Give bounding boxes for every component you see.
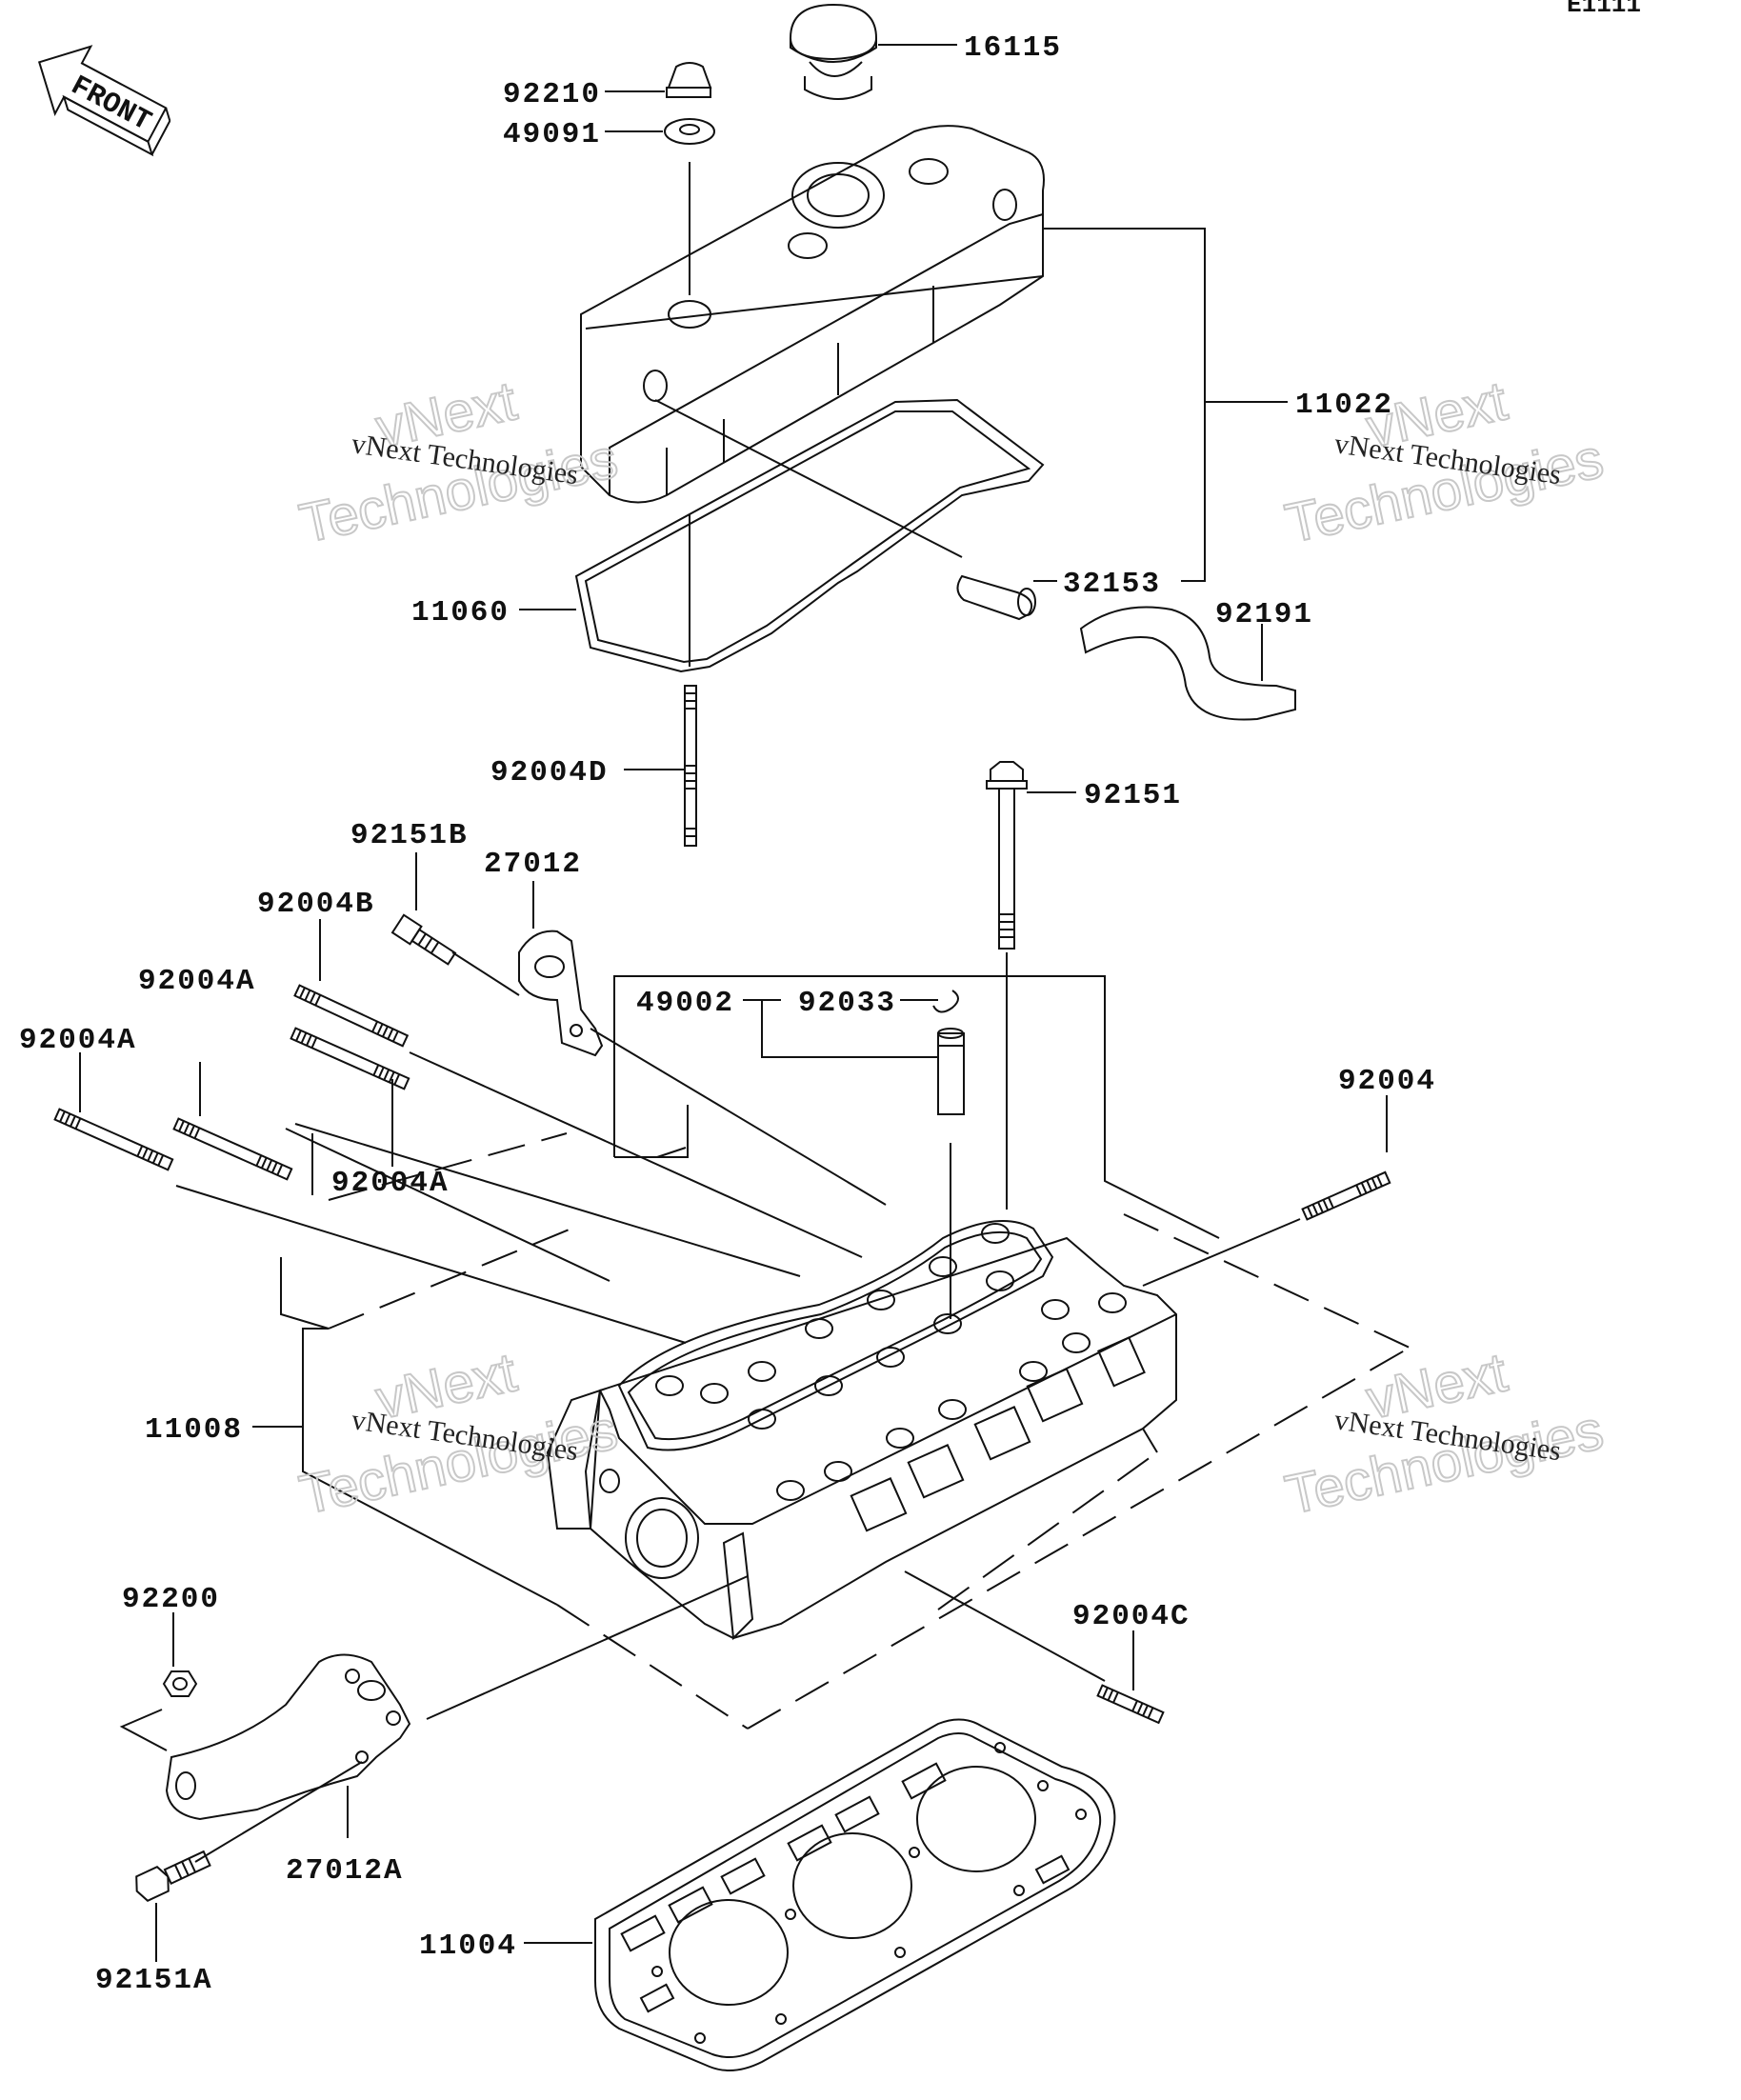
callout-49091: 49091 [503, 118, 601, 151]
valve-guide [937, 1028, 965, 1115]
head-cover [580, 125, 1045, 504]
front-label: FRONT [65, 70, 155, 139]
callout-92191: 92191 [1215, 598, 1313, 631]
callout-92004A-3: 92004A [19, 1024, 137, 1057]
callout-11004: 11004 [419, 1930, 517, 1963]
callout-11060: 11060 [411, 596, 510, 630]
callout-92004: 92004 [1338, 1065, 1436, 1098]
svg-text:Technologies: Technologies [1280, 1399, 1609, 1527]
stud-92004C [1096, 1684, 1165, 1725]
callout-92151A: 92151A [95, 1964, 213, 1997]
callout-27012: 27012 [484, 848, 582, 881]
stud-92004A-1 [172, 1117, 293, 1181]
bracket-27012A [165, 1653, 411, 1821]
callout-92200: 92200 [122, 1583, 220, 1616]
breather-hose [1079, 606, 1296, 721]
cap-nut [666, 62, 712, 98]
watermark-mid-left: vNext Technologies vNext Technologies [293, 1340, 624, 1527]
cylinder-head-gasket [594, 1718, 1116, 2071]
callout-27012A: 27012A [286, 1854, 404, 1888]
oil-filler-cap [789, 3, 878, 100]
stud-92004B [293, 984, 410, 1048]
callout-11008: 11008 [145, 1413, 243, 1447]
stud-92004A-3 [53, 1108, 174, 1171]
bolt-92151 [986, 761, 1028, 950]
stud-92004A-2 [290, 1027, 410, 1090]
cylinder-head [546, 1220, 1177, 1641]
front-arrow-icon: FRONT [37, 45, 171, 157]
bracket-27012 [518, 930, 604, 1057]
callout-92004A-1: 92004A [138, 965, 256, 998]
bolt-92151A [135, 1850, 211, 1902]
bolt-92151B [390, 913, 457, 966]
stud-92004 [1301, 1170, 1391, 1221]
callout-92004C: 92004C [1072, 1600, 1191, 1633]
stud-92004D [684, 685, 697, 847]
callout-16115: 16115 [964, 31, 1062, 65]
callout-92004D: 92004D [490, 756, 609, 790]
callout-92151B: 92151B [350, 819, 469, 852]
callout-32153: 32153 [1063, 568, 1161, 601]
callout-92210: 92210 [503, 78, 601, 111]
head-cover-gasket [574, 398, 1045, 673]
callout-92004B: 92004B [257, 888, 375, 921]
diagram-code: E1111 [1567, 0, 1641, 19]
rubber-washer [664, 118, 715, 145]
callout-11022: 11022 [1295, 389, 1393, 422]
watermark-top-left: vNext Technologies vNext Technologies [293, 369, 624, 555]
callout-92033: 92033 [798, 987, 896, 1020]
nut-92200 [162, 1670, 198, 1697]
watermark-mid-right: vNext Technologies vNext Technologies [1279, 1340, 1610, 1527]
breather-pipe [956, 574, 1036, 621]
callout-49002: 49002 [636, 987, 734, 1020]
callout-92151: 92151 [1084, 779, 1182, 812]
